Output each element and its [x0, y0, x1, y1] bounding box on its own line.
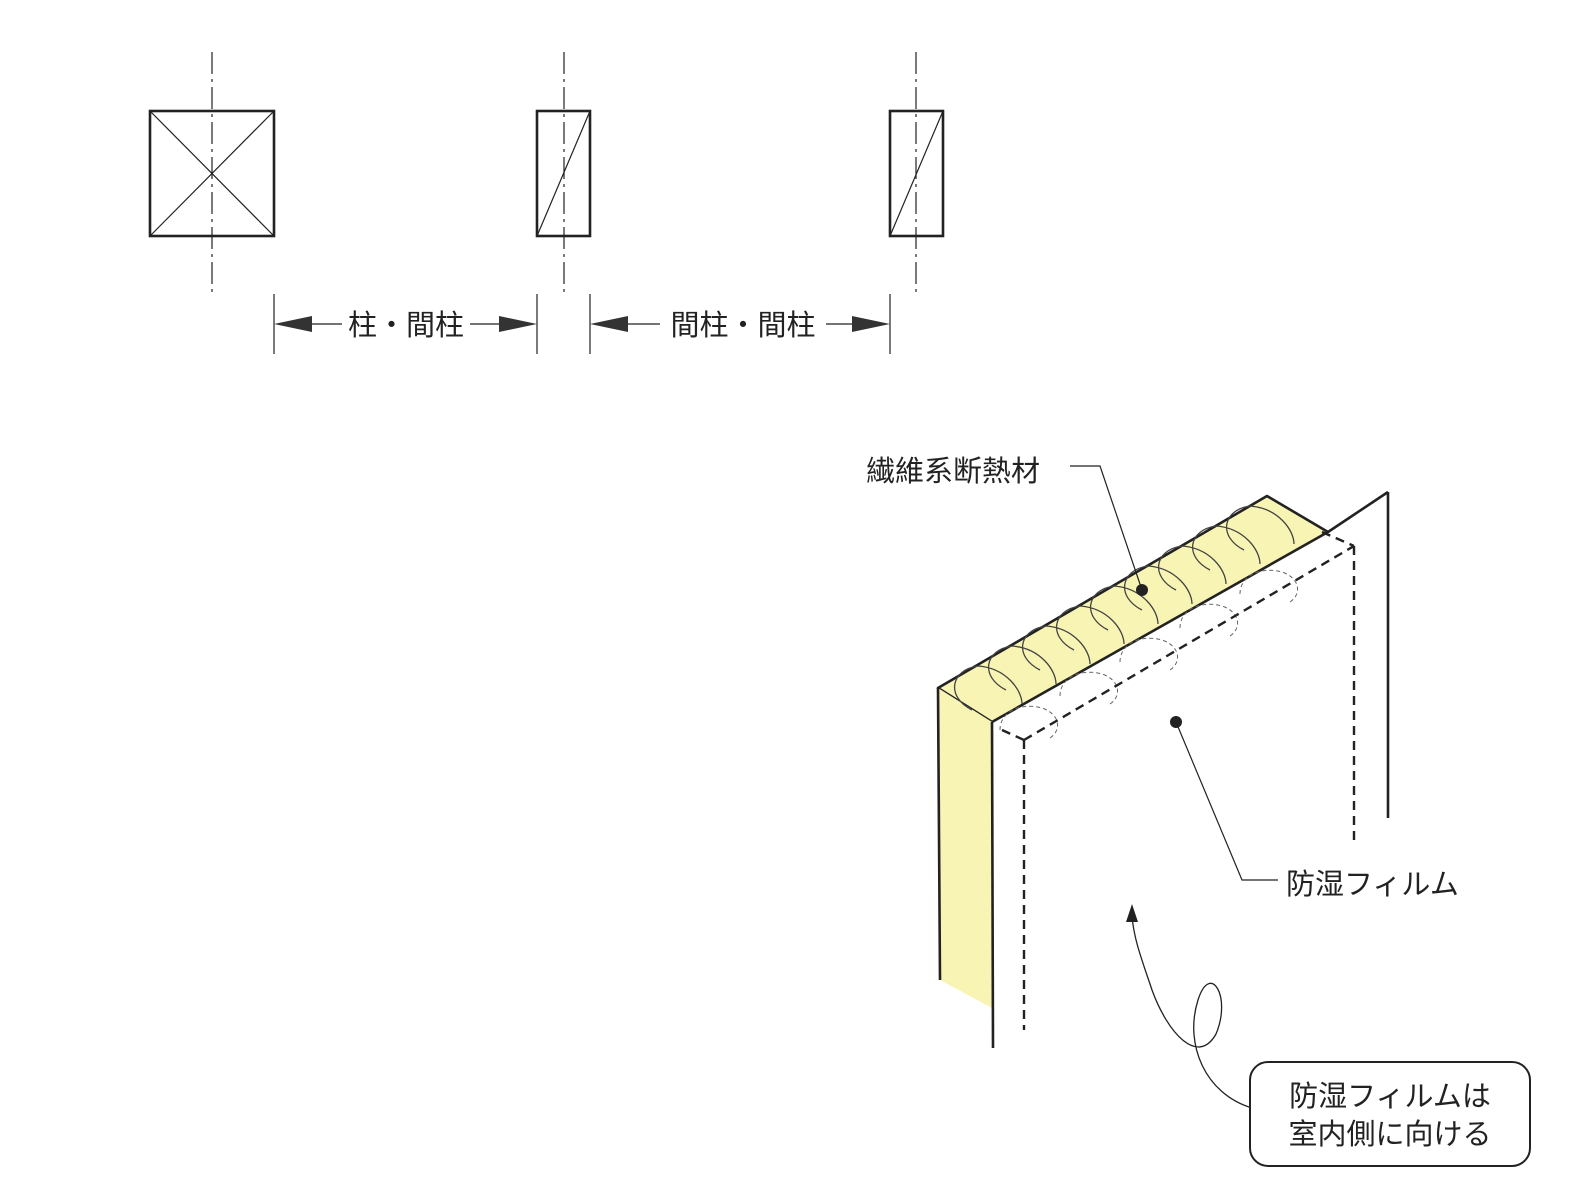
insulation-top-face [936, 494, 1330, 724]
dimension-label-stud-stud: 間柱・間柱 [670, 308, 815, 342]
callout-line-2: 室内側に向ける [1288, 1117, 1491, 1151]
film-label: 防湿フィルム [1286, 867, 1459, 901]
vapor-barrier-film [1001, 530, 1356, 1030]
insulation-label: 繊維系断熱材 [866, 454, 1040, 488]
arrowhead-left [590, 316, 628, 332]
arrowhead-right [499, 316, 537, 332]
leader-film [1170, 716, 1278, 881]
arrowhead-left [274, 316, 312, 332]
plan-view [148, 52, 945, 354]
wall-back-top-edge [1327, 490, 1389, 534]
dimension-left [274, 316, 537, 332]
main-post [148, 109, 276, 238]
callout-arrow [1126, 904, 1253, 1109]
fiber-loops-under-film [999, 569, 1298, 739]
insulation-front-face [938, 688, 992, 1008]
wall-inner-edge [990, 721, 995, 1049]
leader-insulation [1070, 465, 1148, 596]
wall-section [936, 465, 1531, 1167]
dimension-label-post-stud: 柱・間柱 [348, 308, 464, 342]
fiber-loops [954, 505, 1295, 711]
stud-1 [535, 109, 592, 238]
dimension-right [590, 316, 890, 332]
stud-2 [888, 109, 945, 238]
callout-box [1249, 1061, 1531, 1167]
arrowhead-right [852, 316, 890, 332]
callout-line-1: 防湿フィルムは [1289, 1079, 1491, 1113]
